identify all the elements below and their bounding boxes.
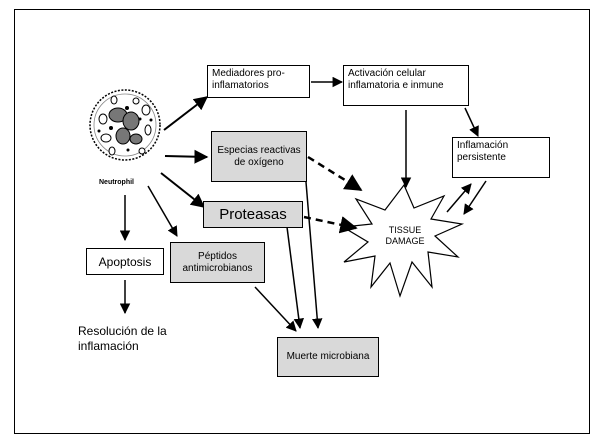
- especias-box: Especias reactivas de oxígeno: [211, 131, 307, 182]
- muerte-box: Muerte microbiana: [277, 337, 379, 377]
- proteasas-box: Proteasas: [203, 201, 303, 228]
- slide-frame: [14, 9, 590, 434]
- tissue-damage-label: TISSUE DAMAGE: [385, 225, 425, 246]
- tissue-damage-starburst-icon: [341, 183, 465, 298]
- apoptosis-box: Apoptosis: [86, 248, 164, 275]
- peptidos-box: Péptidos antimicrobianos: [170, 242, 265, 283]
- neutrophil-label: Neutrophil: [99, 179, 134, 186]
- neutrophil-cell-icon: [89, 89, 161, 161]
- mediadores-box: Mediadores pro-inflamatorios: [207, 65, 310, 98]
- inflamacion-persistente-box: Inflamación persistente: [452, 137, 550, 178]
- resolucion-text: Resolución de la inflamación: [78, 324, 167, 353]
- activacion-box: Activación celular inflamatoria e inmune: [343, 65, 469, 106]
